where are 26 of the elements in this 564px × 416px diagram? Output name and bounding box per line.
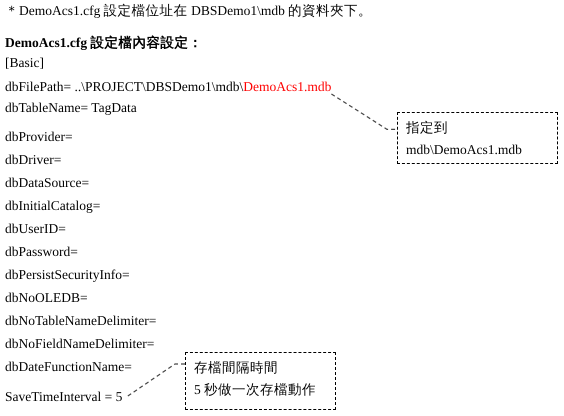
callout-text: 5 秒做一次存檔動作 — [194, 381, 318, 399]
code-line: dbNoTableNameDelimiter= — [5, 313, 156, 328]
code-line: dbFilePath= ..\PROJECT\DBSDemo1\mdb\ — [5, 79, 244, 94]
code-line: dbNoOLEDB= — [5, 290, 88, 305]
code-line: dbNoFieldNameDelimiter= — [5, 336, 154, 351]
callout-text: mdb\DemoAcs1.mdb — [406, 141, 523, 159]
callout-box — [185, 352, 336, 410]
callout-box — [397, 112, 558, 164]
code-line: dbTableName= TagData — [5, 100, 137, 115]
callout-text: 指定到 — [406, 119, 449, 137]
leader-line — [126, 363, 185, 398]
note-text: ＊DemoAcs1.cfg 設定檔位址在 DBSDemo1\mdb 的資料夾下。 — [5, 3, 372, 18]
code-line: SaveTimeInterval = 5 — [5, 389, 122, 405]
code-line: [Basic] — [5, 55, 44, 70]
code-line: dbUserID= — [5, 221, 66, 236]
leader-line — [331, 94, 397, 130]
code-line: dbPassword= — [5, 244, 78, 259]
section-heading: DemoAcs1.cfg 設定檔內容設定： — [5, 35, 202, 51]
code-line: dbDriver= — [5, 152, 62, 167]
code-line: dbProvider= — [5, 129, 73, 144]
code-line: dbDateFunctionName= — [5, 359, 132, 374]
callout-text: 存檔間隔時間 — [194, 359, 279, 377]
code-line: dbInitialCatalog= — [5, 198, 100, 213]
code-line: dbDataSource= — [5, 175, 90, 190]
file-name: DemoAcs1.mdb — [243, 79, 332, 94]
code-line: dbPersistSecurityInfo= — [5, 267, 130, 282]
